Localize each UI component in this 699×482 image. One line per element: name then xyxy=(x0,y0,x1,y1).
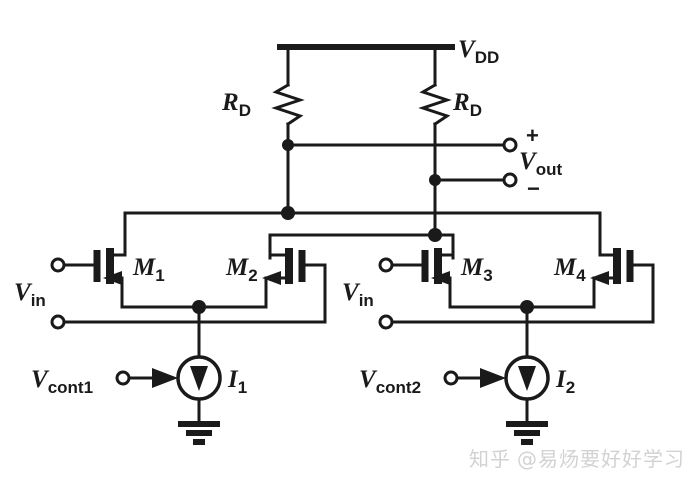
vin-left-bottom-terminal[interactable] xyxy=(50,314,66,330)
vout-minus-sign: − xyxy=(527,176,540,201)
m4-label: M4 xyxy=(553,254,586,285)
junction-rd-left-bus xyxy=(281,206,295,220)
vout-label: Vout xyxy=(519,148,562,179)
current-source-i2-arrow xyxy=(518,366,536,391)
junction-rd-right-vout-minus xyxy=(429,174,441,186)
vin-right-top-terminal[interactable] xyxy=(378,257,394,273)
vcont2-label: Vcont2 xyxy=(359,366,421,397)
vin-left-top-terminal[interactable] xyxy=(50,257,66,273)
vin-right-label: Vin xyxy=(342,279,374,310)
m2-label: M2 xyxy=(225,254,258,285)
rd-right-label: RD xyxy=(452,89,482,120)
m1-label: M1 xyxy=(132,254,165,285)
junction-rd-right-bus xyxy=(428,228,442,242)
vin-left-label: Vin xyxy=(14,279,46,310)
vcont2-terminal[interactable] xyxy=(443,370,459,386)
vcont2-arrow xyxy=(480,368,506,388)
m3-source-arrow xyxy=(431,271,450,285)
vcont1-label: Vcont1 xyxy=(31,366,93,397)
vout-plus-sign: + xyxy=(526,123,539,148)
m1-source-arrow xyxy=(103,271,122,285)
vdd-label: VDD xyxy=(458,36,499,67)
m3-label: M3 xyxy=(460,254,493,285)
vin-right-bottom-terminal[interactable] xyxy=(378,314,394,330)
vout-minus-terminal[interactable] xyxy=(502,172,518,188)
vcont1-terminal[interactable] xyxy=(115,370,131,386)
resistor-rd-right xyxy=(418,82,452,127)
watermark-handle: @易炀要好好学习 xyxy=(517,447,685,471)
resistor-rd-left xyxy=(271,82,305,127)
vcont1-arrow xyxy=(152,368,178,388)
watermark: 知乎@易炀要好好学习 xyxy=(469,443,685,472)
vout-plus-terminal[interactable] xyxy=(502,137,518,153)
m2-source-arrow xyxy=(262,271,281,285)
i1-label: I1 xyxy=(227,366,247,397)
m4-source-arrow xyxy=(590,271,609,285)
current-source-i1-arrow xyxy=(190,366,208,391)
junction-rd-left-vout-plus xyxy=(282,139,294,151)
watermark-logo: 知乎 xyxy=(469,447,511,471)
rd-left-label: RD xyxy=(221,89,251,120)
i2-label: I2 xyxy=(555,366,575,397)
